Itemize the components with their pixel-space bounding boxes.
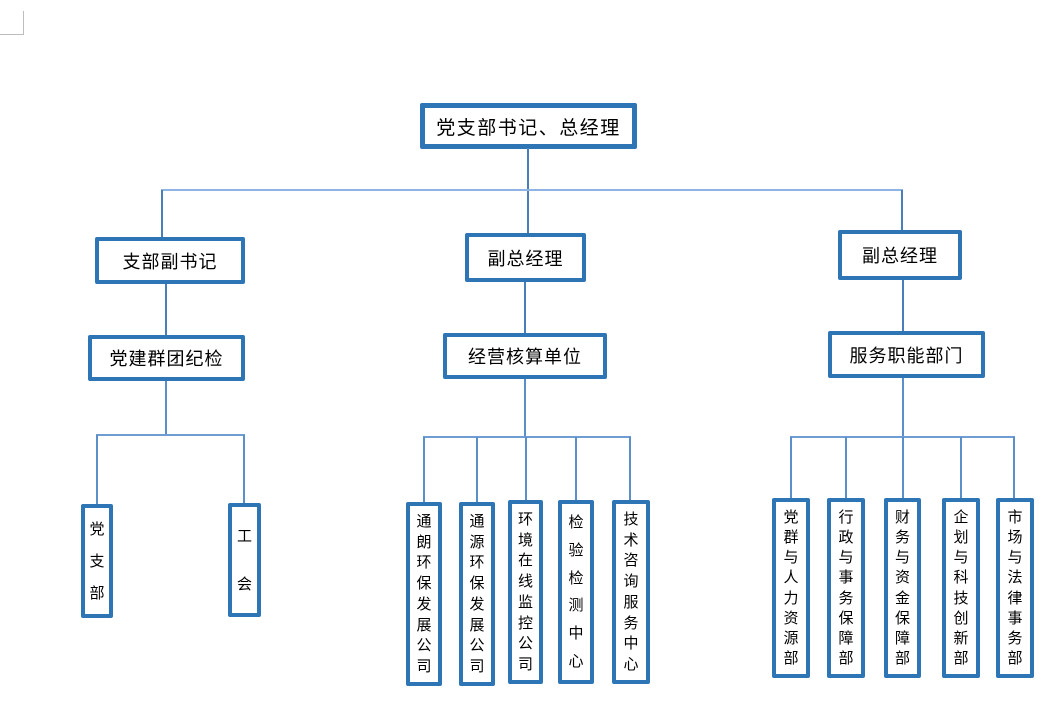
node-finance-funds-dept: 财务与资金保障部 [884, 498, 921, 678]
connector-line [476, 437, 478, 502]
page-boundary-mark-horizontal [0, 34, 24, 35]
connector-line [423, 436, 631, 438]
node-tech-consulting-service-center: 技术咨询服务中心 [612, 500, 650, 684]
node-party-branch: 党支部 [81, 504, 113, 618]
connector-line [960, 437, 962, 498]
page-boundary-mark-vertical [23, 11, 24, 35]
connector-line [902, 378, 904, 437]
connector-line [96, 435, 98, 504]
connector-line [575, 437, 577, 502]
connector-line [524, 379, 526, 437]
connector-line [629, 437, 631, 502]
node-service-function-depts: 服务职能部门 [828, 331, 985, 378]
node-business-accounting-units: 经营核算单位 [443, 333, 607, 379]
node-labor-union: 工会 [228, 503, 261, 617]
connector-line [1013, 437, 1015, 498]
node-root: 党支部书记、总经理 [420, 103, 637, 149]
node-party-group-discipline: 党建群团纪检 [88, 335, 245, 381]
node-tongyuan-env-company: 通源环保发展公司 [459, 502, 495, 686]
node-env-online-monitoring-company: 环境在线监控公司 [508, 500, 543, 684]
node-deputy-general-manager-2: 副总经理 [838, 230, 962, 280]
node-market-legal-affairs-dept: 市场与法律事务部 [996, 498, 1034, 678]
connector-line [161, 190, 163, 237]
connector-line [524, 282, 526, 333]
connector-line [527, 148, 529, 234]
connector-line [165, 284, 167, 335]
node-admin-affairs-dept: 行政与事务保障部 [827, 498, 865, 678]
connector-line [790, 437, 792, 498]
node-inspection-testing-center: 检验检测中心 [558, 500, 594, 684]
connector-line [902, 280, 904, 331]
connector-line [845, 437, 847, 498]
connector-line [901, 190, 903, 230]
connector-line [423, 437, 425, 502]
node-party-hr-dept: 党群与人力资源部 [772, 498, 810, 678]
connector-line [96, 434, 245, 436]
connector-line [243, 435, 245, 503]
connector-line [525, 437, 527, 502]
connector-line [902, 437, 904, 498]
node-tonglang-env-company: 通朗环保发展公司 [406, 502, 442, 686]
connector-line [161, 189, 903, 191]
node-branch-deputy-secretary: 支部副书记 [95, 237, 245, 284]
node-planning-tech-innovation-dept: 企划与科技创新部 [942, 498, 980, 678]
connector-line [165, 381, 167, 435]
node-deputy-general-manager-1: 副总经理 [465, 233, 586, 282]
